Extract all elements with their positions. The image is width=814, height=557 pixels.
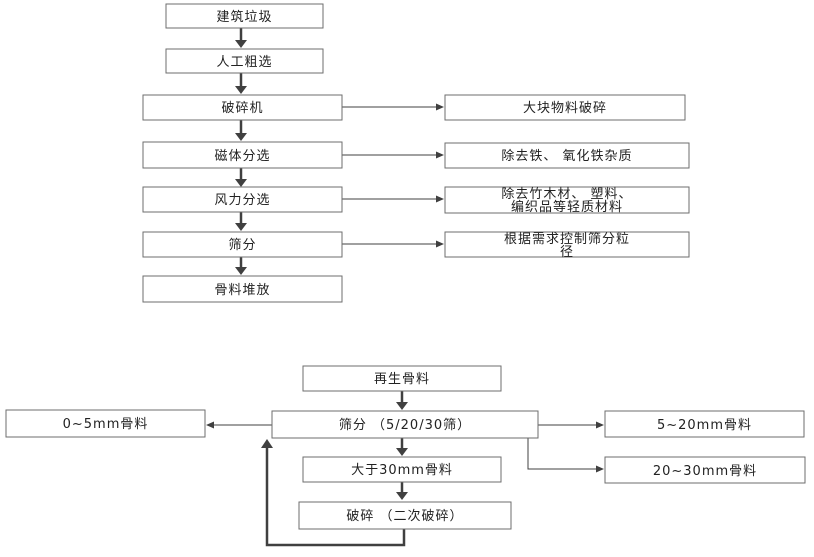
node-magnetic-separation-label: 磁体分选 — [214, 149, 270, 164]
node-screening: 筛分 — [142, 231, 343, 258]
node-control-size-label-line2: 径 — [560, 245, 574, 260]
node-fine-aggregate-label: 0~5mm骨料 — [63, 417, 149, 432]
node-wind-separation-label: 风力分选 — [214, 193, 270, 208]
node-wind-separation: 风力分选 — [142, 186, 343, 213]
node-aggregate-stacking: 骨料堆放 — [142, 275, 343, 303]
node-medium-aggregate: 5~20mm骨料 — [604, 410, 805, 438]
node-oversize-aggregate: 大于30mm骨料 — [302, 456, 502, 483]
node-remove-iron: 除去铁、 氧化铁杂质 — [444, 142, 690, 169]
node-secondary-crush-label: 破碎 （二次破碎） — [346, 508, 463, 524]
node-aggregate-stacking-label: 骨料堆放 — [214, 283, 270, 298]
node-remove-iron-label: 除去铁、 氧化铁杂质 — [501, 149, 632, 164]
node-fine-aggregate: 0~5mm骨料 — [5, 409, 206, 438]
node-remove-light-label-line1: 除去竹木材、 塑料、 — [501, 187, 632, 202]
node-crusher-label: 破碎机 — [221, 101, 263, 116]
node-crusher: 破碎机 — [142, 94, 343, 121]
node-screening-label: 筛分 — [228, 238, 256, 253]
node-manual-sorting: 人工粗选 — [165, 48, 324, 74]
node-control-size: 根据需求控制筛分粒 径 — [444, 231, 690, 260]
node-recycled-aggregate-label: 再生骨料 — [374, 372, 430, 387]
node-large-crush: 大块物料破碎 — [444, 94, 686, 121]
node-construction-waste: 建筑垃圾 — [165, 3, 324, 29]
node-medium-aggregate-label: 5~20mm骨料 — [657, 418, 752, 433]
node-oversize-aggregate-label: 大于30mm骨料 — [351, 463, 453, 478]
main-chain-arrows — [235, 28, 247, 275]
node-remove-light-label-line2: 编织品等轻质材料 — [511, 199, 623, 215]
node-secondary-crush: 破碎 （二次破碎） — [298, 501, 512, 530]
node-recycled-aggregate: 再生骨料 — [302, 365, 502, 392]
node-coarse-aggregate-label: 20~30mm骨料 — [653, 464, 757, 479]
node-magnetic-separation: 磁体分选 — [142, 141, 343, 169]
node-coarse-aggregate: 20~30mm骨料 — [604, 456, 806, 484]
node-screening-sieve-label: 筛分 （5/20/30筛） — [339, 418, 471, 433]
node-large-crush-label: 大块物料破碎 — [523, 101, 607, 116]
node-screening-sieve: 筛分 （5/20/30筛） — [271, 410, 539, 439]
node-control-size-label-line1: 根据需求控制筛分粒 — [504, 232, 630, 247]
side-arrows — [342, 103, 444, 248]
flow2-connectors — [206, 391, 604, 547]
node-remove-light: 除去竹木材、 塑料、 编织品等轻质材料 — [444, 186, 690, 215]
node-construction-waste-label: 建筑垃圾 — [216, 9, 272, 25]
node-manual-sorting-label: 人工粗选 — [216, 55, 272, 70]
